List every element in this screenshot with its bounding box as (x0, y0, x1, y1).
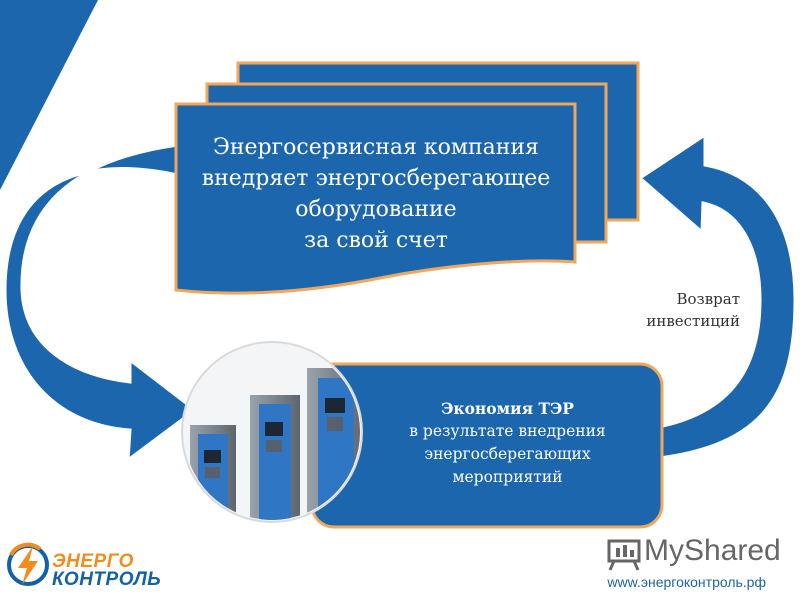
document-text: Энергосервисная компания внедряет энерго… (178, 132, 574, 256)
watermark-shared: Shared (684, 534, 781, 568)
economy-line: энергосберегающих (424, 445, 591, 463)
website-link[interactable]: www.энергоконтроль.рф (607, 574, 766, 590)
myshared-watermark: MyShared (644, 533, 800, 569)
economy-box-text: Экономия ТЭР в результате внедрения энер… (360, 397, 655, 489)
logo-line2: КОНТРОЛЬ (52, 569, 162, 590)
presentation-board-icon (607, 539, 641, 571)
document-line: Энергосервисная компания (213, 135, 539, 160)
logo-line1: ЭНЕРГО (52, 551, 134, 572)
return-investment-label: Возврат инвестиций (600, 288, 740, 332)
return-line: инвестиций (646, 312, 740, 330)
document-line: за свой счет (304, 228, 448, 253)
return-line: Возврат (676, 290, 740, 308)
economy-line: в результате внедрения (409, 422, 606, 440)
left-curved-arrow (3, 143, 198, 464)
company-logo-text: ЭНЕРГО КОНТРОЛЬ (52, 551, 192, 590)
right-curved-arrow (637, 132, 797, 462)
corner-triangle (0, 0, 98, 190)
document-line: внедряет энергосберегающее (201, 166, 551, 191)
economy-title: Экономия ТЭР (441, 399, 574, 418)
economy-line: мероприятий (452, 468, 563, 486)
document-line: оборудование (295, 197, 457, 222)
watermark-my: My (644, 534, 684, 568)
document-front (174, 102, 577, 295)
lightning-bolt-logo-icon (7, 542, 49, 586)
